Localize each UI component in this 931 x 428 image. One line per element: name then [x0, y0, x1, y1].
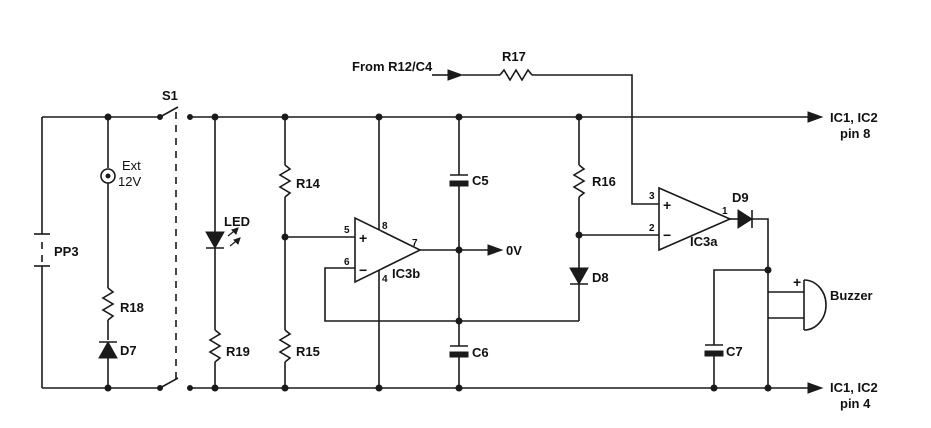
label-bottom-out-2: pin 4 [840, 396, 871, 411]
capacitor-c6 [449, 345, 469, 388]
label-c5: C5 [472, 173, 489, 188]
label-top-out-1: IC1, IC2 [830, 110, 878, 125]
ext-socket [100, 117, 116, 288]
label-r16: R16 [592, 174, 616, 189]
label-ext: Ext [122, 158, 141, 173]
ic3a-minus-sign: − [663, 227, 671, 243]
ic3a-plus-sign: + [663, 197, 671, 213]
buzzer-plus-sign: + [793, 274, 801, 290]
label-from-r12c4: From R12/C4 [352, 59, 433, 74]
input-from-r12c4 [432, 69, 500, 81]
buzzer [768, 279, 827, 331]
pin-ic3a-2: 2 [649, 223, 655, 234]
ic3b-plus-sign: + [359, 230, 367, 246]
resistor-r15 [278, 329, 292, 388]
diode-d8 [569, 267, 589, 321]
label-bottom-out-1: IC1, IC2 [830, 380, 878, 395]
label-d7: D7 [120, 343, 137, 358]
label-r15: R15 [296, 344, 320, 359]
resistor-r16 [572, 117, 586, 268]
label-pp3: PP3 [54, 244, 79, 259]
opamp-ic3b [324, 117, 579, 388]
pin-ic3b-8: 8 [382, 221, 388, 232]
pin-ic3b-5: 5 [344, 225, 350, 236]
bottom-rail [42, 382, 824, 394]
diode-d7 [98, 340, 118, 388]
switch-s1 [157, 106, 193, 391]
opamp-ic3a [658, 186, 738, 252]
junction-dots [104, 113, 772, 392]
label-ic3b: IC3b [392, 266, 420, 281]
label-d9: D9 [732, 190, 749, 205]
diode-d9 [737, 209, 769, 388]
label-buzzer: Buzzer [830, 288, 873, 303]
label-r18: R18 [120, 300, 144, 315]
battery-pp3 [34, 117, 50, 388]
label-r17: R17 [502, 49, 526, 64]
resistor-r18 [101, 287, 115, 340]
capacitor-c7 [704, 269, 768, 388]
pin-ic3b-4: 4 [382, 274, 388, 285]
pin-ic3a-1: 1 [722, 206, 728, 217]
pin-ic3a-3: 3 [649, 191, 655, 202]
label-s1: S1 [162, 88, 178, 103]
label-0v: 0V [506, 243, 522, 258]
pin-ic3b-7: 7 [412, 238, 418, 249]
label-r14: R14 [296, 176, 321, 191]
label-r19: R19 [226, 344, 250, 359]
ic3b-minus-sign: − [359, 262, 367, 278]
resistor-r14 [278, 117, 292, 330]
label-c7: C7 [726, 344, 743, 359]
led [205, 117, 241, 330]
pin-ic3b-6: 6 [344, 257, 350, 268]
top-rail [42, 111, 824, 123]
resistor-r17 [499, 68, 659, 205]
resistor-r19 [208, 329, 222, 388]
label-c6: C6 [472, 345, 489, 360]
label-ext-voltage: 12V [118, 174, 141, 189]
label-ic3a: IC3a [690, 234, 718, 249]
label-led: LED [224, 214, 250, 229]
capacitor-c5 [449, 117, 469, 346]
label-d8: D8 [592, 270, 609, 285]
label-top-out-2: pin 8 [840, 126, 870, 141]
